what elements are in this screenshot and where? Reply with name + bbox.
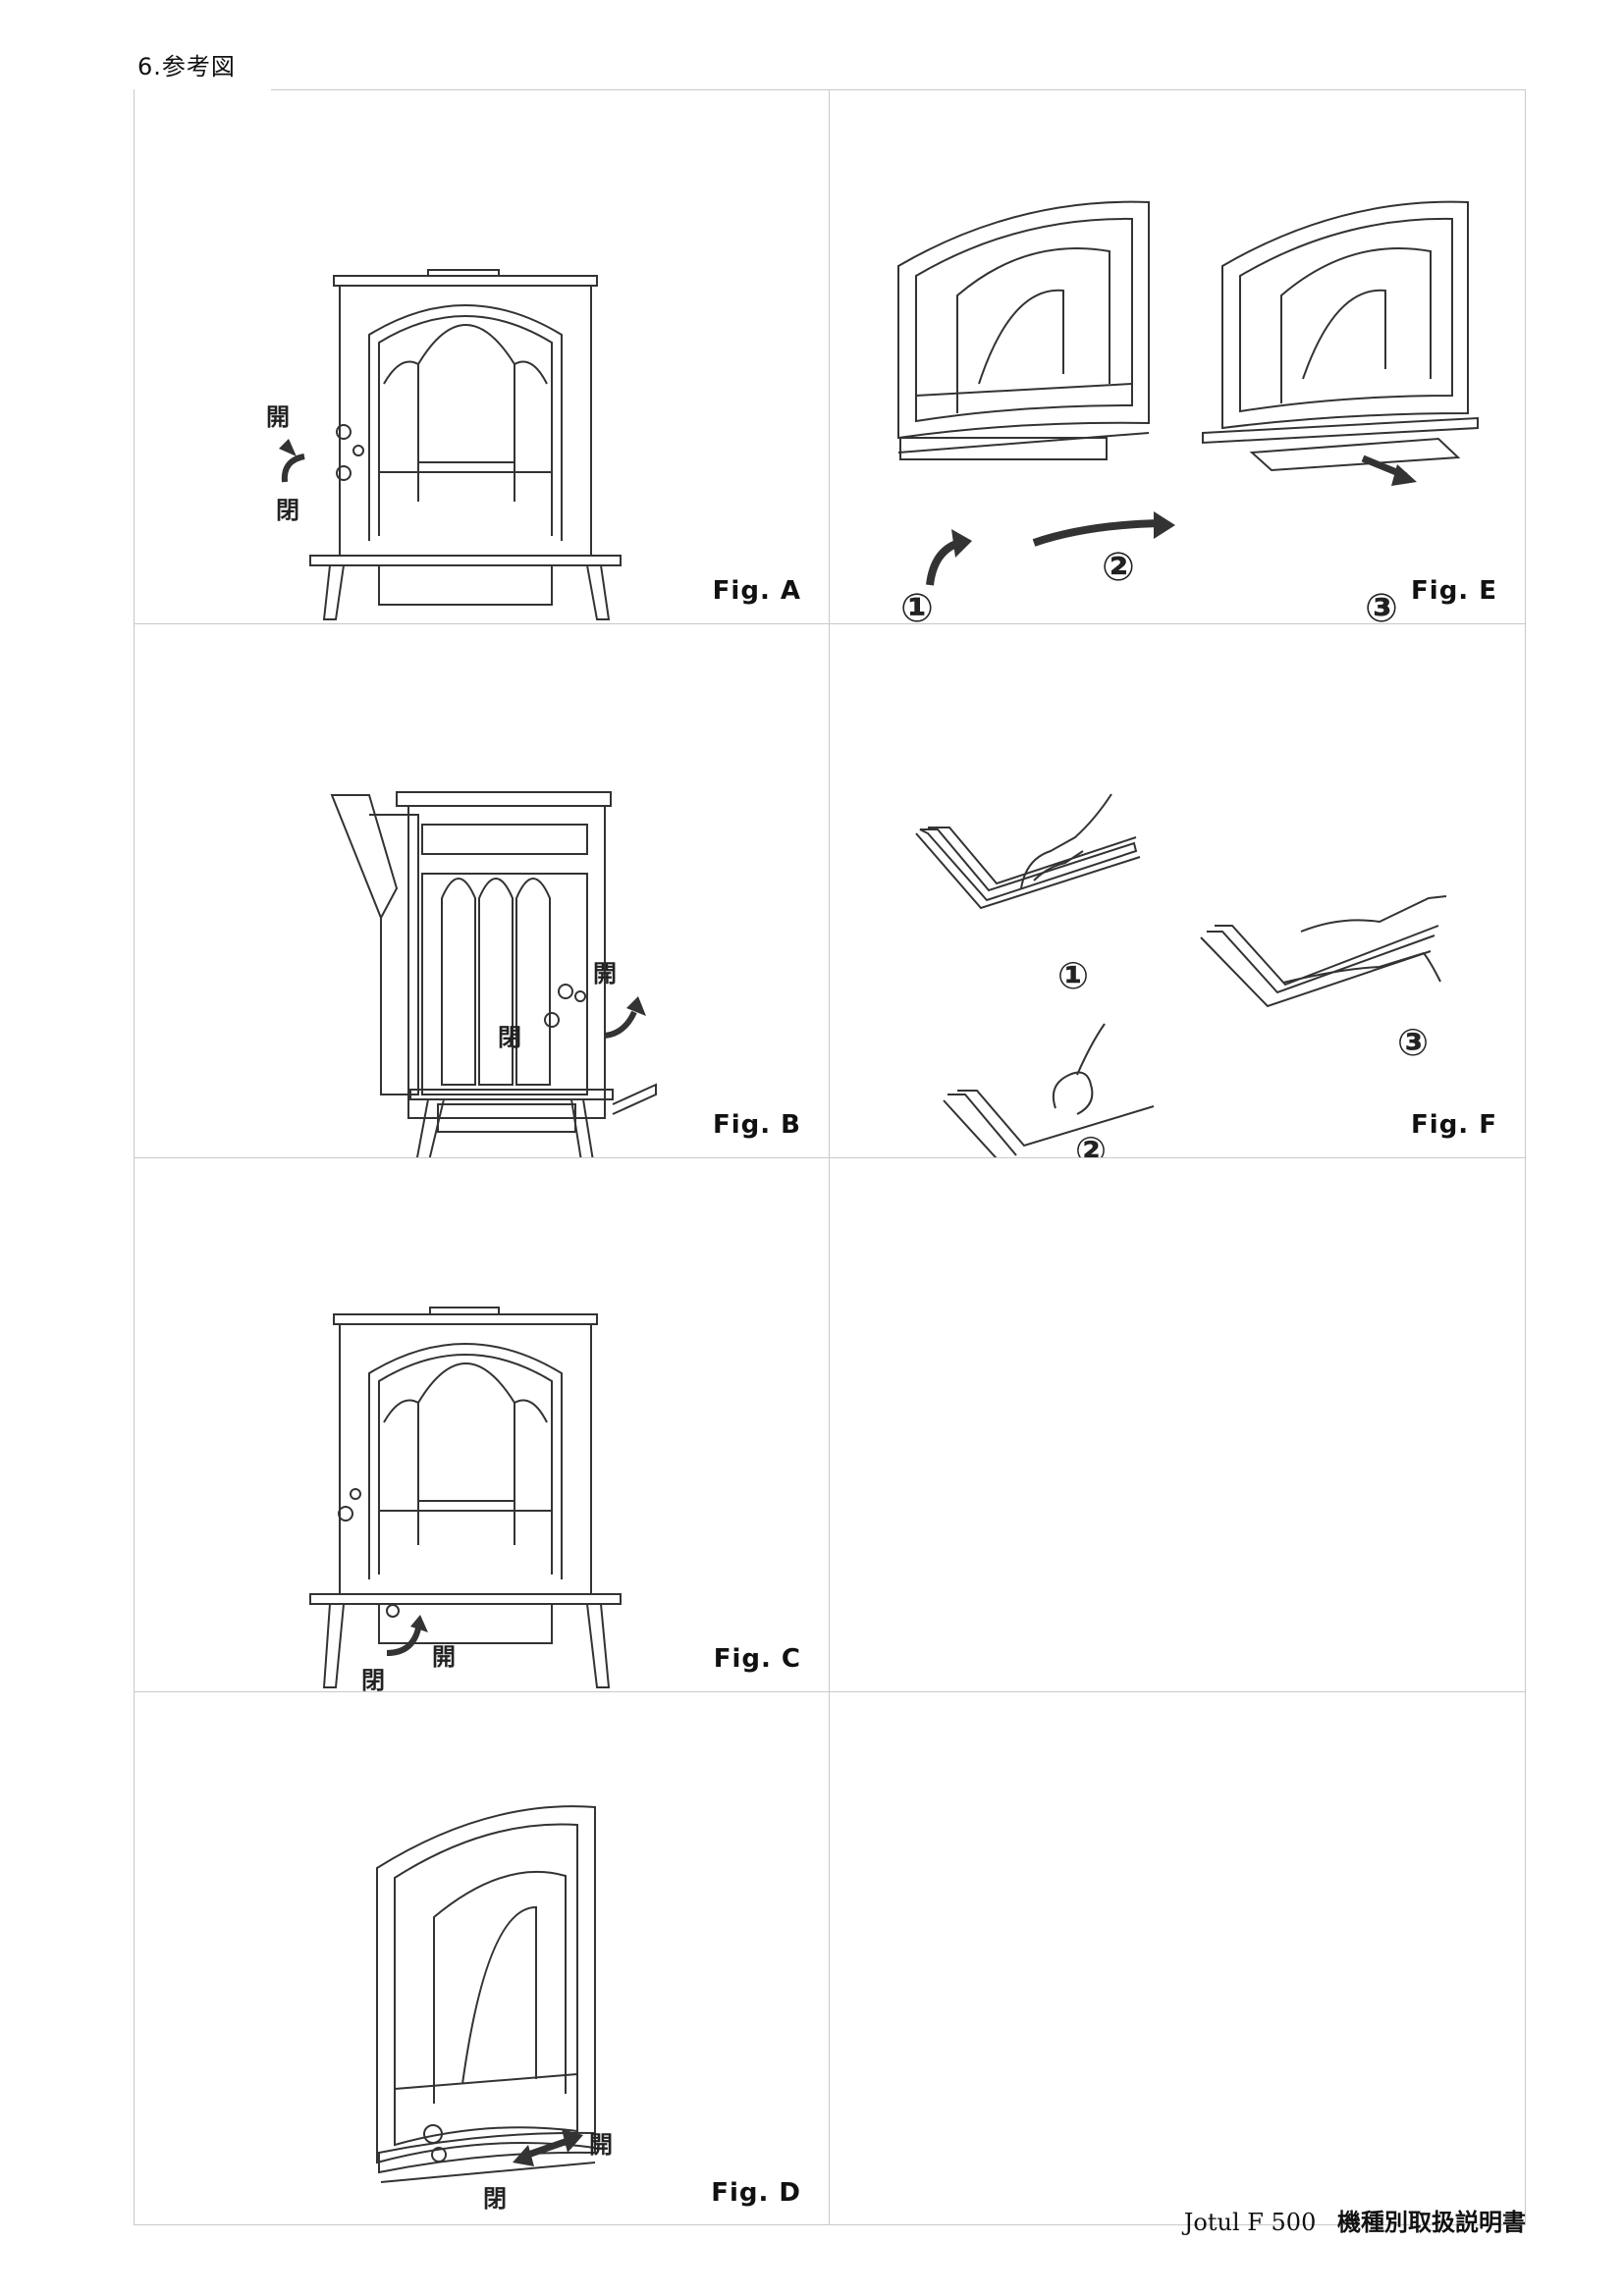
section-title: 6.参考図 [137,53,236,80]
step-1-label: ① [1057,954,1089,997]
figure-caption: Fig. C [713,1644,801,1674]
step-1-label: ① [900,586,934,623]
open-label: 開 [593,960,617,988]
stove-ash-lip-lever-illustration: 開 閉 [309,1307,622,1691]
figure-caption: Fig. E [1411,576,1497,606]
step-2-label: ② [1075,1129,1107,1157]
grid-border [134,2224,1526,2225]
ash-pan-removal-illustration: ① ② ③ [897,200,1479,623]
figure-c: 開 閉 Fig. C [134,1157,829,1691]
figure-caption: Fig. D [711,2178,801,2208]
door-gasket-replacement-illustration: ① ② ③ [915,793,1447,1157]
figure-d: 開 閉 Fig. D [134,1691,829,2225]
close-label: 閉 [498,1024,521,1051]
grid-divider [134,1691,1526,1692]
figure-caption: Fig. B [712,1110,801,1140]
grid-divider [134,623,1526,624]
figure-caption: Fig. F [1411,1110,1497,1140]
figure-grid: 開 閉 Fig. A [134,89,1526,2225]
close-label: 閉 [361,1667,385,1691]
figure-e: ① ② ③ Fig. E [830,89,1525,623]
document-title: 機種別取扱説明書 [1337,2209,1526,2236]
empty-cell [830,1157,1525,1691]
stove-front-slide-damper-illustration: 開 閉 [376,1805,613,2213]
step-2-label: ② [1102,545,1135,590]
close-label: 閉 [276,497,299,524]
open-label: 開 [266,403,290,431]
step-3-label: ③ [1365,586,1398,623]
page-footer: Jotul F 500 機種別取扱説明書 [1184,2203,1526,2237]
step-3-label: ③ [1397,1021,1429,1064]
figure-a: 開 閉 Fig. A [134,89,829,623]
stove-front-air-lever-illustration: 開 閉 [266,269,622,620]
figure-f: ① ② ③ Fig. F [830,623,1525,1157]
figure-caption: Fig. A [712,576,801,606]
open-label: 開 [432,1643,456,1671]
figure-b: 開 閉 Fig. B [134,623,829,1157]
stove-side-door-illustration: 開 閉 [330,791,657,1157]
model-name: Jotul F 500 [1183,2209,1317,2236]
open-label: 開 [589,2131,613,2159]
close-label: 閉 [483,2185,507,2213]
grid-divider [134,1157,1526,1158]
grid-border [271,89,1526,90]
empty-cell [830,1691,1525,2225]
